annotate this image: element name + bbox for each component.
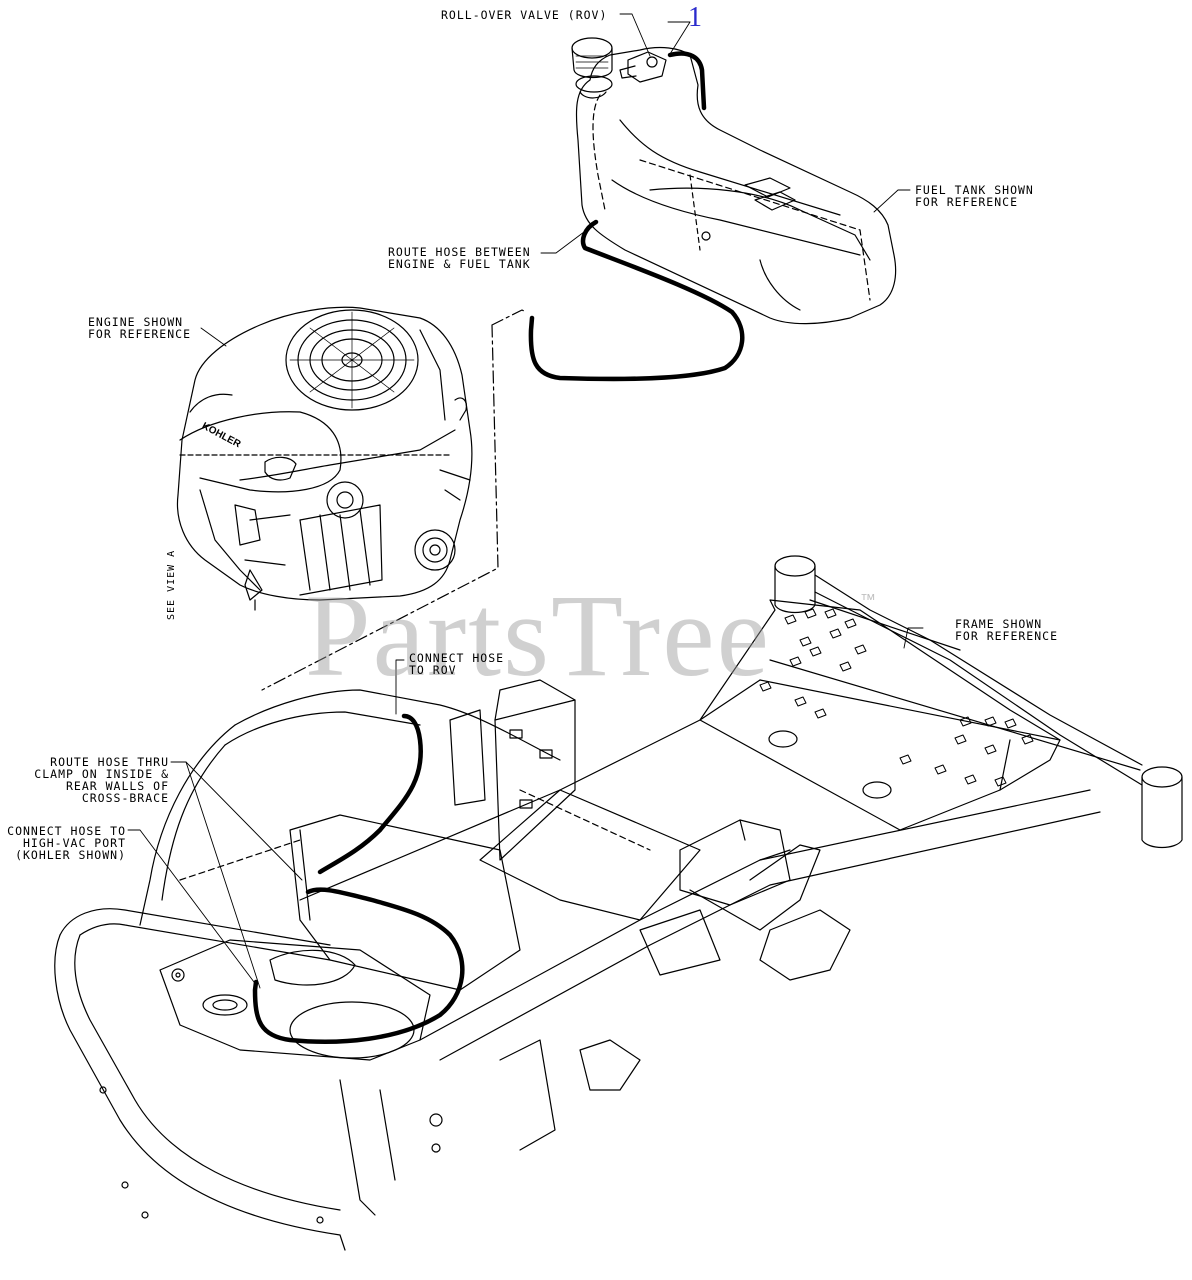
label-fuel-tank-1: FUEL TANK SHOWN xyxy=(915,183,1034,197)
watermark-trademark: ™ xyxy=(860,592,876,609)
label-connect-rov-1: CONNECT HOSE xyxy=(409,651,505,665)
engine-reference-box xyxy=(261,309,527,691)
label-connect-port-1: CONNECT HOSE TO xyxy=(7,824,126,838)
callout-1[interactable]: 1 xyxy=(688,2,702,33)
label-see-view: SEE VIEW A xyxy=(166,549,177,620)
label-route-between-1: ROUTE HOSE BETWEEN xyxy=(388,245,531,259)
label-frame-1: FRAME SHOWN xyxy=(955,617,1043,631)
label-connect-rov-2: TO ROV xyxy=(409,663,457,677)
mower-frame xyxy=(54,555,1183,1251)
fuel-tank xyxy=(571,37,897,325)
watermark: PartsTree xyxy=(305,570,771,701)
engine xyxy=(176,306,473,611)
label-engine-1: ENGINE SHOWN xyxy=(88,315,184,329)
leader-lines xyxy=(127,13,924,989)
label-route-thru-4: CROSS-BRACE xyxy=(81,791,169,805)
label-route-between-2: ENGINE & FUEL TANK xyxy=(388,257,531,271)
label-connect-port-3: (KOHLER SHOWN) xyxy=(15,848,126,862)
label-route-thru-3: REAR WALLS OF xyxy=(65,779,169,793)
label-connect-port-2: HIGH-VAC PORT xyxy=(22,836,126,850)
label-engine-2: FOR REFERENCE xyxy=(88,327,192,341)
label-frame-2: FOR REFERENCE xyxy=(955,629,1059,643)
label-rov: ROLL-OVER VALVE (ROV) xyxy=(441,8,608,22)
label-route-thru-1: ROUTE HOSE THRU xyxy=(50,755,169,769)
label-route-thru-2: CLAMP ON INSIDE & xyxy=(34,767,169,781)
fuel-hoses xyxy=(252,51,745,1044)
label-fuel-tank-2: FOR REFERENCE xyxy=(915,195,1019,209)
